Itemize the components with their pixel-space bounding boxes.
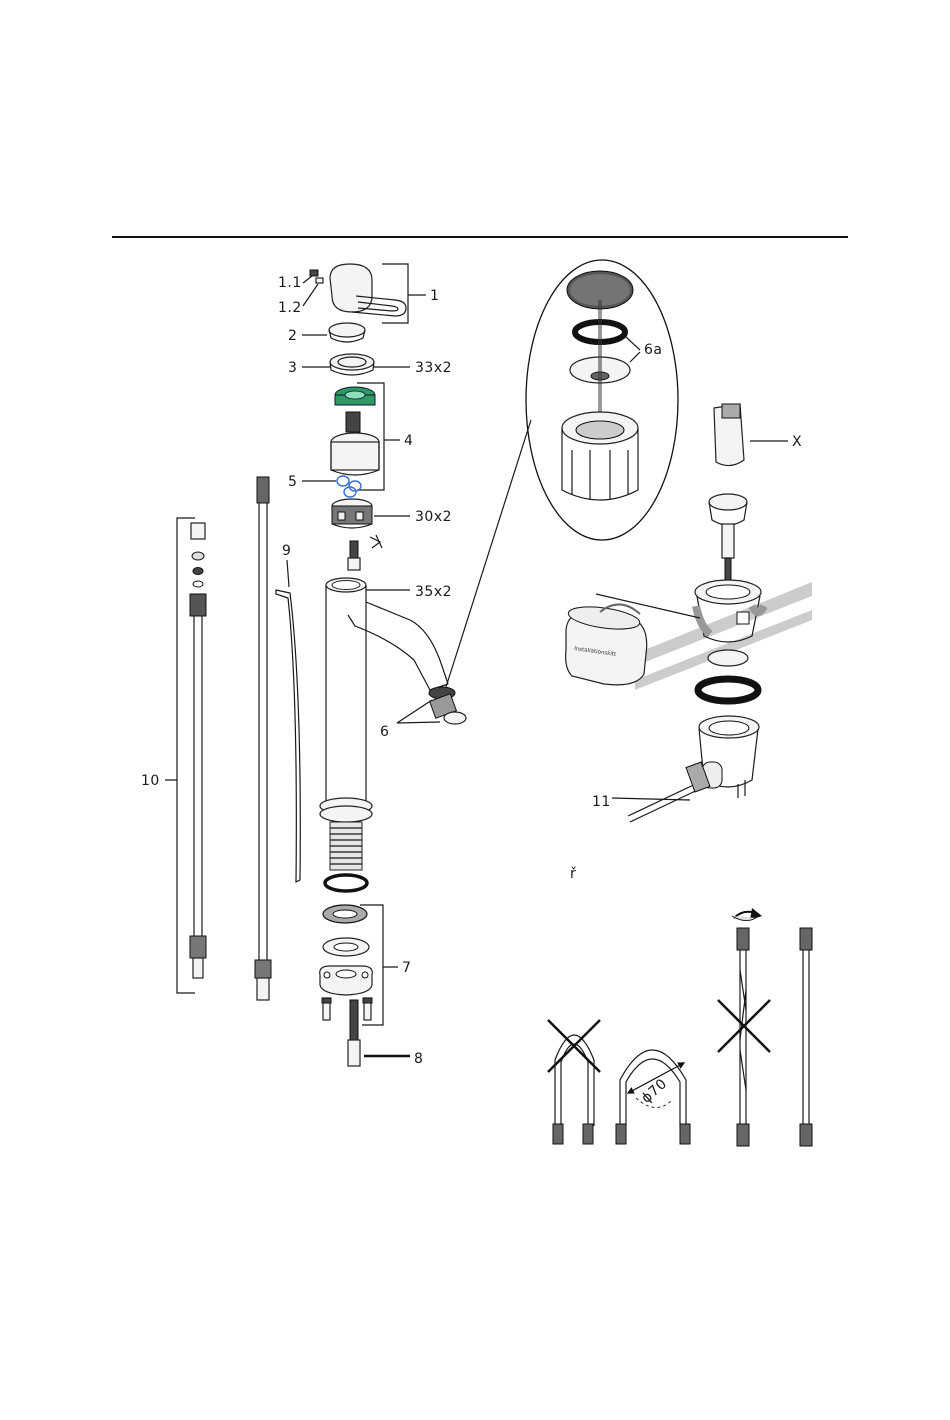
label-35x2: 35x2 (415, 584, 452, 600)
straight-supply-hose (255, 477, 271, 1000)
pull-rod-cable (628, 762, 710, 822)
label-1: 1 (430, 288, 439, 304)
aerator-assembly (429, 687, 466, 724)
tap-body (320, 578, 448, 822)
note-character: ř (570, 866, 576, 882)
waste-body (695, 580, 764, 642)
label-x: X (792, 434, 802, 450)
hose-bend-wrong (548, 1020, 600, 1144)
label-4: 4 (404, 433, 413, 449)
hose-twist-wrong (718, 928, 770, 1146)
clamping-nut (330, 354, 374, 375)
rotate-icon (732, 908, 762, 921)
label-1-2: 1.2 (278, 300, 302, 316)
cartridge-o-rings (337, 476, 361, 497)
label-2: 2 (288, 328, 297, 344)
label-8: 8 (414, 1051, 423, 1067)
handle-lever (330, 264, 406, 316)
label-6: 6 (380, 724, 389, 740)
label-30x2: 30x2 (415, 509, 452, 525)
supply-hose-set (190, 523, 206, 978)
ceramic-cartridge (331, 387, 379, 475)
hose-straight-correct (800, 928, 812, 1146)
cover-ring (329, 323, 365, 342)
label-5: 5 (288, 474, 297, 490)
aerator-detail-callout (446, 260, 678, 687)
bend-radius-label: ϕ70 (638, 1076, 670, 1107)
threaded-shank (330, 822, 362, 870)
supply-stem (348, 541, 360, 570)
waste-plug (709, 494, 747, 580)
label-7: 7 (402, 960, 411, 976)
mounting-set (320, 905, 373, 1020)
label-1-1: 1.1 (278, 275, 302, 291)
label-11: 11 (592, 794, 611, 810)
valve-body-insert (332, 499, 372, 528)
label-6a: 6a (644, 342, 663, 358)
fixing-clip (370, 535, 382, 548)
connection-stem (348, 1000, 360, 1066)
long-hose (276, 590, 300, 882)
pop-up-waste-tool (714, 404, 744, 466)
label-3: 3 (288, 360, 297, 376)
label-10: 10 (141, 773, 160, 789)
installation-kit-container: Installationskitt (566, 603, 647, 685)
label-33x2: 33x2 (415, 360, 452, 376)
mounting-o-ring (325, 875, 367, 891)
label-9: 9 (282, 543, 291, 559)
